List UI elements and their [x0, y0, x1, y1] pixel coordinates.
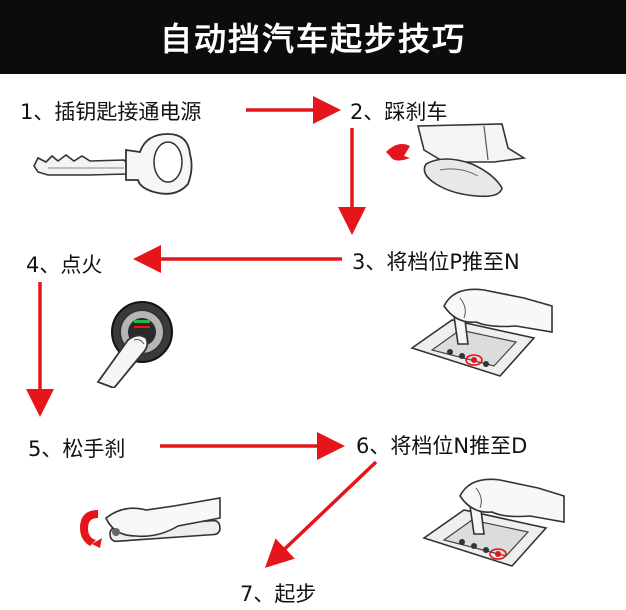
step-6-label: 6、将档位N推至D [356, 434, 528, 458]
car-key-icon [33, 133, 193, 195]
page-title: 自动挡汽车起步技巧 [159, 20, 466, 58]
step-1-label: 1、插钥匙接通电源 [20, 100, 202, 124]
gear-shift-p-n-icon [410, 288, 553, 377]
step-2-label: 2、踩刹车 [350, 100, 448, 124]
title-bar: 自动挡汽车起步技巧 [0, 0, 626, 74]
arrow-6-to-7 [264, 460, 378, 568]
brake-pedal-icon [386, 123, 527, 198]
step-7-label: 7、起步 [240, 582, 317, 606]
step-5-label: 5、松手刹 [28, 437, 126, 461]
handbrake-icon [80, 497, 221, 548]
gear-shift-n-d-icon [422, 478, 565, 567]
step-4-label: 4、点火 [26, 253, 103, 277]
step-3-label: 3、将档位P推至N [352, 250, 520, 274]
ignition-button-icon [96, 301, 173, 388]
